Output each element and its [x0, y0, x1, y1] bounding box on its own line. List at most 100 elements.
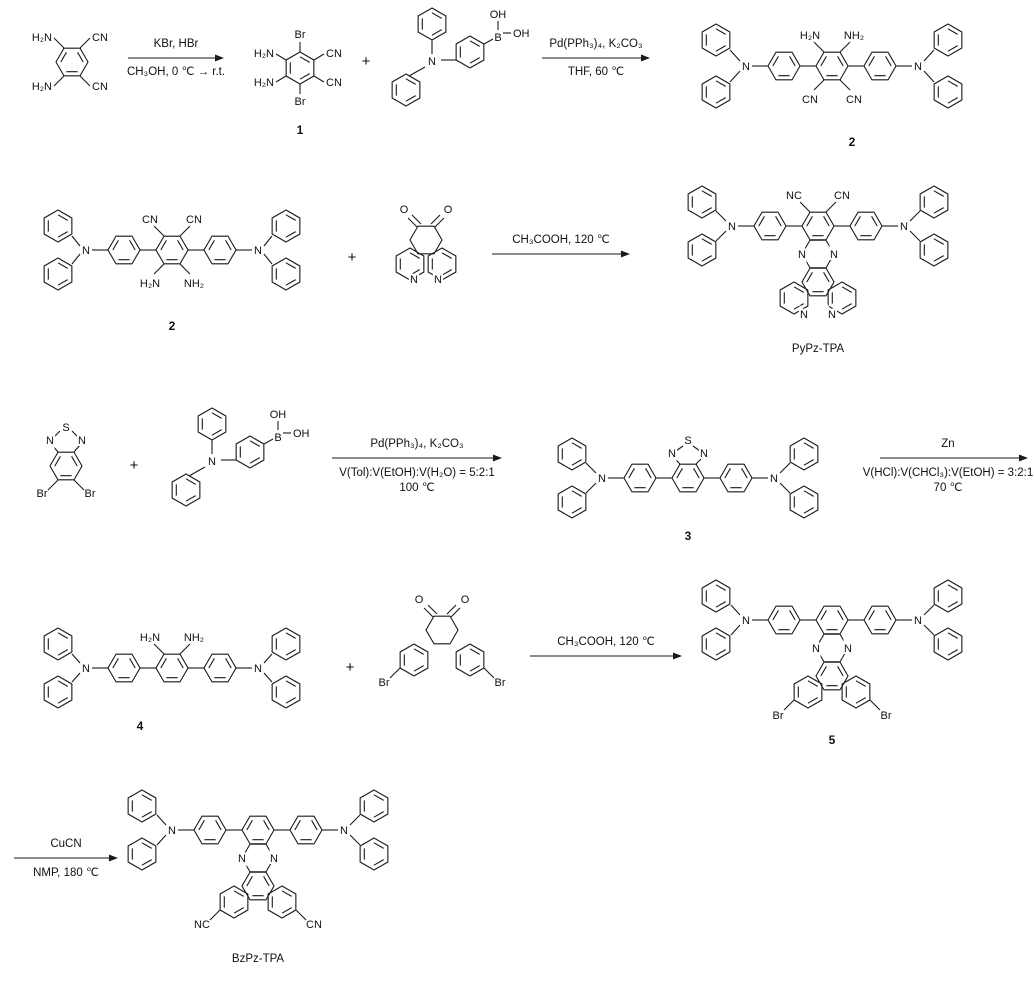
atom-label-o: O [444, 204, 453, 216]
benzene-ring [793, 675, 823, 709]
phenyl-ring [455, 35, 485, 69]
atom-label-n: N [254, 245, 262, 257]
atom-label-h2n: H₂N [254, 48, 274, 60]
atom-label-br: Br [295, 29, 306, 41]
conditions-above: KBr, HBr [154, 38, 199, 50]
atom-label-n: N [598, 473, 606, 485]
atom-label-cn: CN [802, 94, 818, 106]
atom-label-n: N [798, 249, 806, 261]
benzene-ring [45, 444, 87, 488]
atom-label-nc: NC [786, 190, 802, 202]
atom-label-n: N [238, 853, 246, 865]
arrowhead-icon [493, 454, 502, 462]
molecule-tpa-boronic-acid-2: N B OH OH [171, 407, 310, 507]
atom-label-n: N [410, 274, 418, 286]
atom-label-nh2: NH₂ [844, 30, 864, 42]
phenyl-ring [557, 437, 587, 471]
ring [421, 608, 463, 652]
arrowhead-icon [641, 54, 650, 62]
atom-label-h2n: H₂N [254, 77, 274, 89]
atom-label-b: B [274, 432, 281, 444]
atom-label-n: N [844, 643, 852, 655]
bonds [730, 604, 935, 711]
phenyl-ring [933, 627, 963, 661]
phenylene-ring [199, 228, 241, 272]
atom-label-o: O [461, 594, 470, 606]
phenyl-ring [789, 437, 819, 471]
atom-label-nh2: NH₂ [184, 632, 204, 644]
phenylene-ring [619, 456, 661, 500]
atom-label-n: N [830, 249, 838, 261]
conditions-below: CH₃OH, 0 ℃ → r.t. [127, 66, 225, 78]
phenyl-ring [43, 627, 73, 661]
atom-label-n: N [914, 61, 922, 73]
compound-number-2: 2 [849, 135, 856, 149]
arrow-step-6: CH₃COOH, 120 ℃ [530, 636, 682, 660]
atom-label-cn: CN [306, 919, 322, 931]
atom-label-h2n: H₂N [32, 81, 52, 93]
compound-name-bzpz: BzPz-TPA [232, 953, 285, 965]
atom-label-nh2: NH₂ [184, 278, 204, 290]
phenyl-ring [197, 407, 227, 441]
arrowhead-icon [109, 854, 118, 862]
molecule-dibromobenzothiadiazole: N N S Br Br [37, 420, 96, 500]
phenylene-ring [103, 646, 145, 690]
atom-label-n: N [828, 309, 836, 321]
phenyl-ring [43, 675, 73, 709]
phenyl-ring [43, 257, 73, 291]
benzene-ring [151, 228, 193, 272]
phenylene-ring [285, 808, 327, 852]
phenyl-ring [701, 579, 731, 613]
phenyl-ring [127, 789, 157, 823]
arrow-step-1: KBr, HBr CH₃OH, 0 ℃ → r.t. [127, 38, 225, 78]
plus-sign: + [346, 659, 355, 676]
molecule-compound-4: H₂N NH₂ N N 4 [43, 627, 301, 733]
atom-label-nc: NC [194, 919, 210, 931]
atom-label-cn: CN [326, 48, 342, 60]
molecule-bzpz-tpa: N N N N NC CN BzPz-TPA [127, 789, 389, 965]
phenyl-ring [271, 627, 301, 661]
compound-number-2: 2 [169, 319, 176, 333]
arrowhead-icon [1019, 454, 1028, 462]
phenylene-ring [199, 646, 241, 690]
bonds [408, 21, 511, 77]
atom-label-oh: OH [490, 9, 507, 21]
atom-label-n: N [742, 61, 750, 73]
molecule-compound-2: H₂N NH₂ CN CN N N 2 [701, 23, 963, 149]
compound-name-pypz: PyPz-TPA [792, 343, 845, 355]
bonds [53, 37, 91, 87]
phenyl-ring [919, 233, 949, 267]
conditions-below: V(Tol):V(EtOH):V(H₂O) = 5:2:1 [339, 467, 495, 479]
atom-label-n: N [800, 309, 808, 321]
molecule-compound-3: N N S N N 3 [557, 433, 819, 543]
conditions-above: Pd(PPh₃)₄, K₂CO₃ [549, 38, 643, 50]
arrowhead-icon [673, 652, 682, 660]
atom-label-oh: OH [270, 409, 287, 421]
phenyl-ring [127, 837, 157, 871]
benzene-ring [151, 646, 193, 690]
molecule-pypz-tpa: NC CN N N N N N N PyPz-TPA [687, 185, 949, 355]
atom-label-n: N [78, 435, 86, 447]
conditions-below-2: 100 ℃ [399, 482, 434, 494]
atom-label-h2n: H₂N [32, 32, 52, 44]
phenyl-ring [271, 209, 301, 243]
atom-label-br: Br [881, 710, 892, 722]
phenylene-ring [763, 598, 805, 642]
atom-label-n: N [340, 825, 348, 837]
atom-label-cn: CN [142, 214, 158, 226]
arrow-step-2: Pd(PPh₃)₄, K₂CO₃ THF, 60 ℃ [542, 38, 650, 78]
plus-sign: + [130, 457, 139, 474]
phenylene-ring [763, 44, 805, 88]
atom-label-n: N [46, 435, 54, 447]
phenyl-ring [171, 473, 201, 507]
phenyl-ring [271, 675, 301, 709]
phenyl-ring [417, 7, 447, 41]
benzene-ring [51, 40, 93, 84]
phenylene-ring [859, 598, 901, 642]
atom-label-br: Br [85, 488, 96, 500]
bonds [407, 214, 445, 228]
atom-label-n: N [428, 56, 436, 68]
benzene-ring [455, 643, 485, 677]
atom-label-n: N [728, 221, 736, 233]
